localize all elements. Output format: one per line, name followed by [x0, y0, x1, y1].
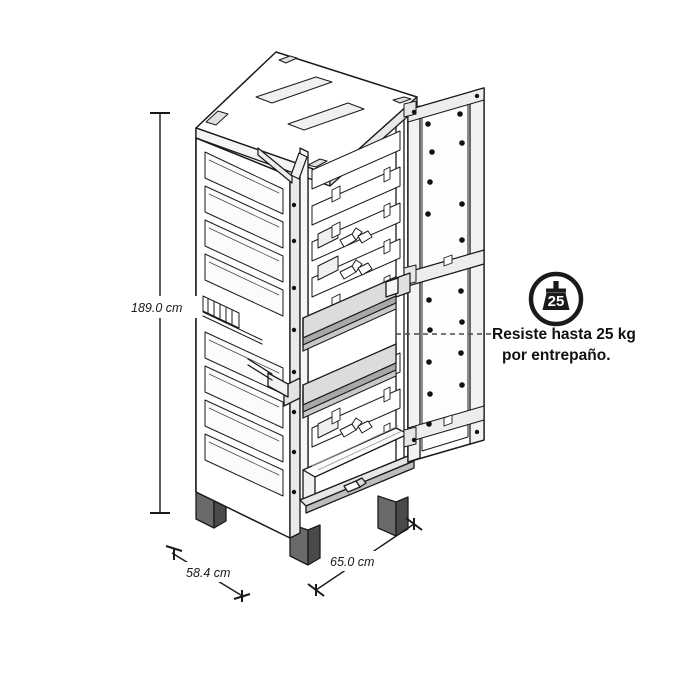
shelf-clip-group-mid	[317, 255, 373, 281]
claim-text-line1: Resiste hasta 25 kg	[492, 326, 636, 343]
weight-badge-value: 25	[548, 293, 565, 310]
dimension-width-label: 65.0 cm	[330, 555, 374, 569]
cabinet-illustration	[195, 51, 485, 566]
left-door-panel[interactable]	[195, 137, 291, 539]
cabinet-floor-panel	[299, 425, 415, 514]
door-latch-center[interactable]	[385, 272, 411, 298]
right-door-panel[interactable]	[403, 87, 485, 463]
shelf-lower	[302, 343, 397, 419]
cabinet-top-panel	[195, 51, 418, 187]
door-rivets	[411, 93, 480, 443]
dimension-depth-label: 58.4 cm	[186, 566, 230, 580]
claim-text-line2: por entrepaño.	[502, 347, 611, 364]
dimension-height-label: 189.0 cm	[131, 301, 182, 315]
width-label-backdrop	[326, 551, 394, 571]
depth-label-backdrop	[182, 562, 250, 582]
height-label-backdrop	[126, 296, 198, 318]
weight-25kg-icon: 25	[528, 271, 584, 327]
door-hinge-middle	[247, 358, 301, 407]
ventilation-grille	[202, 295, 263, 345]
